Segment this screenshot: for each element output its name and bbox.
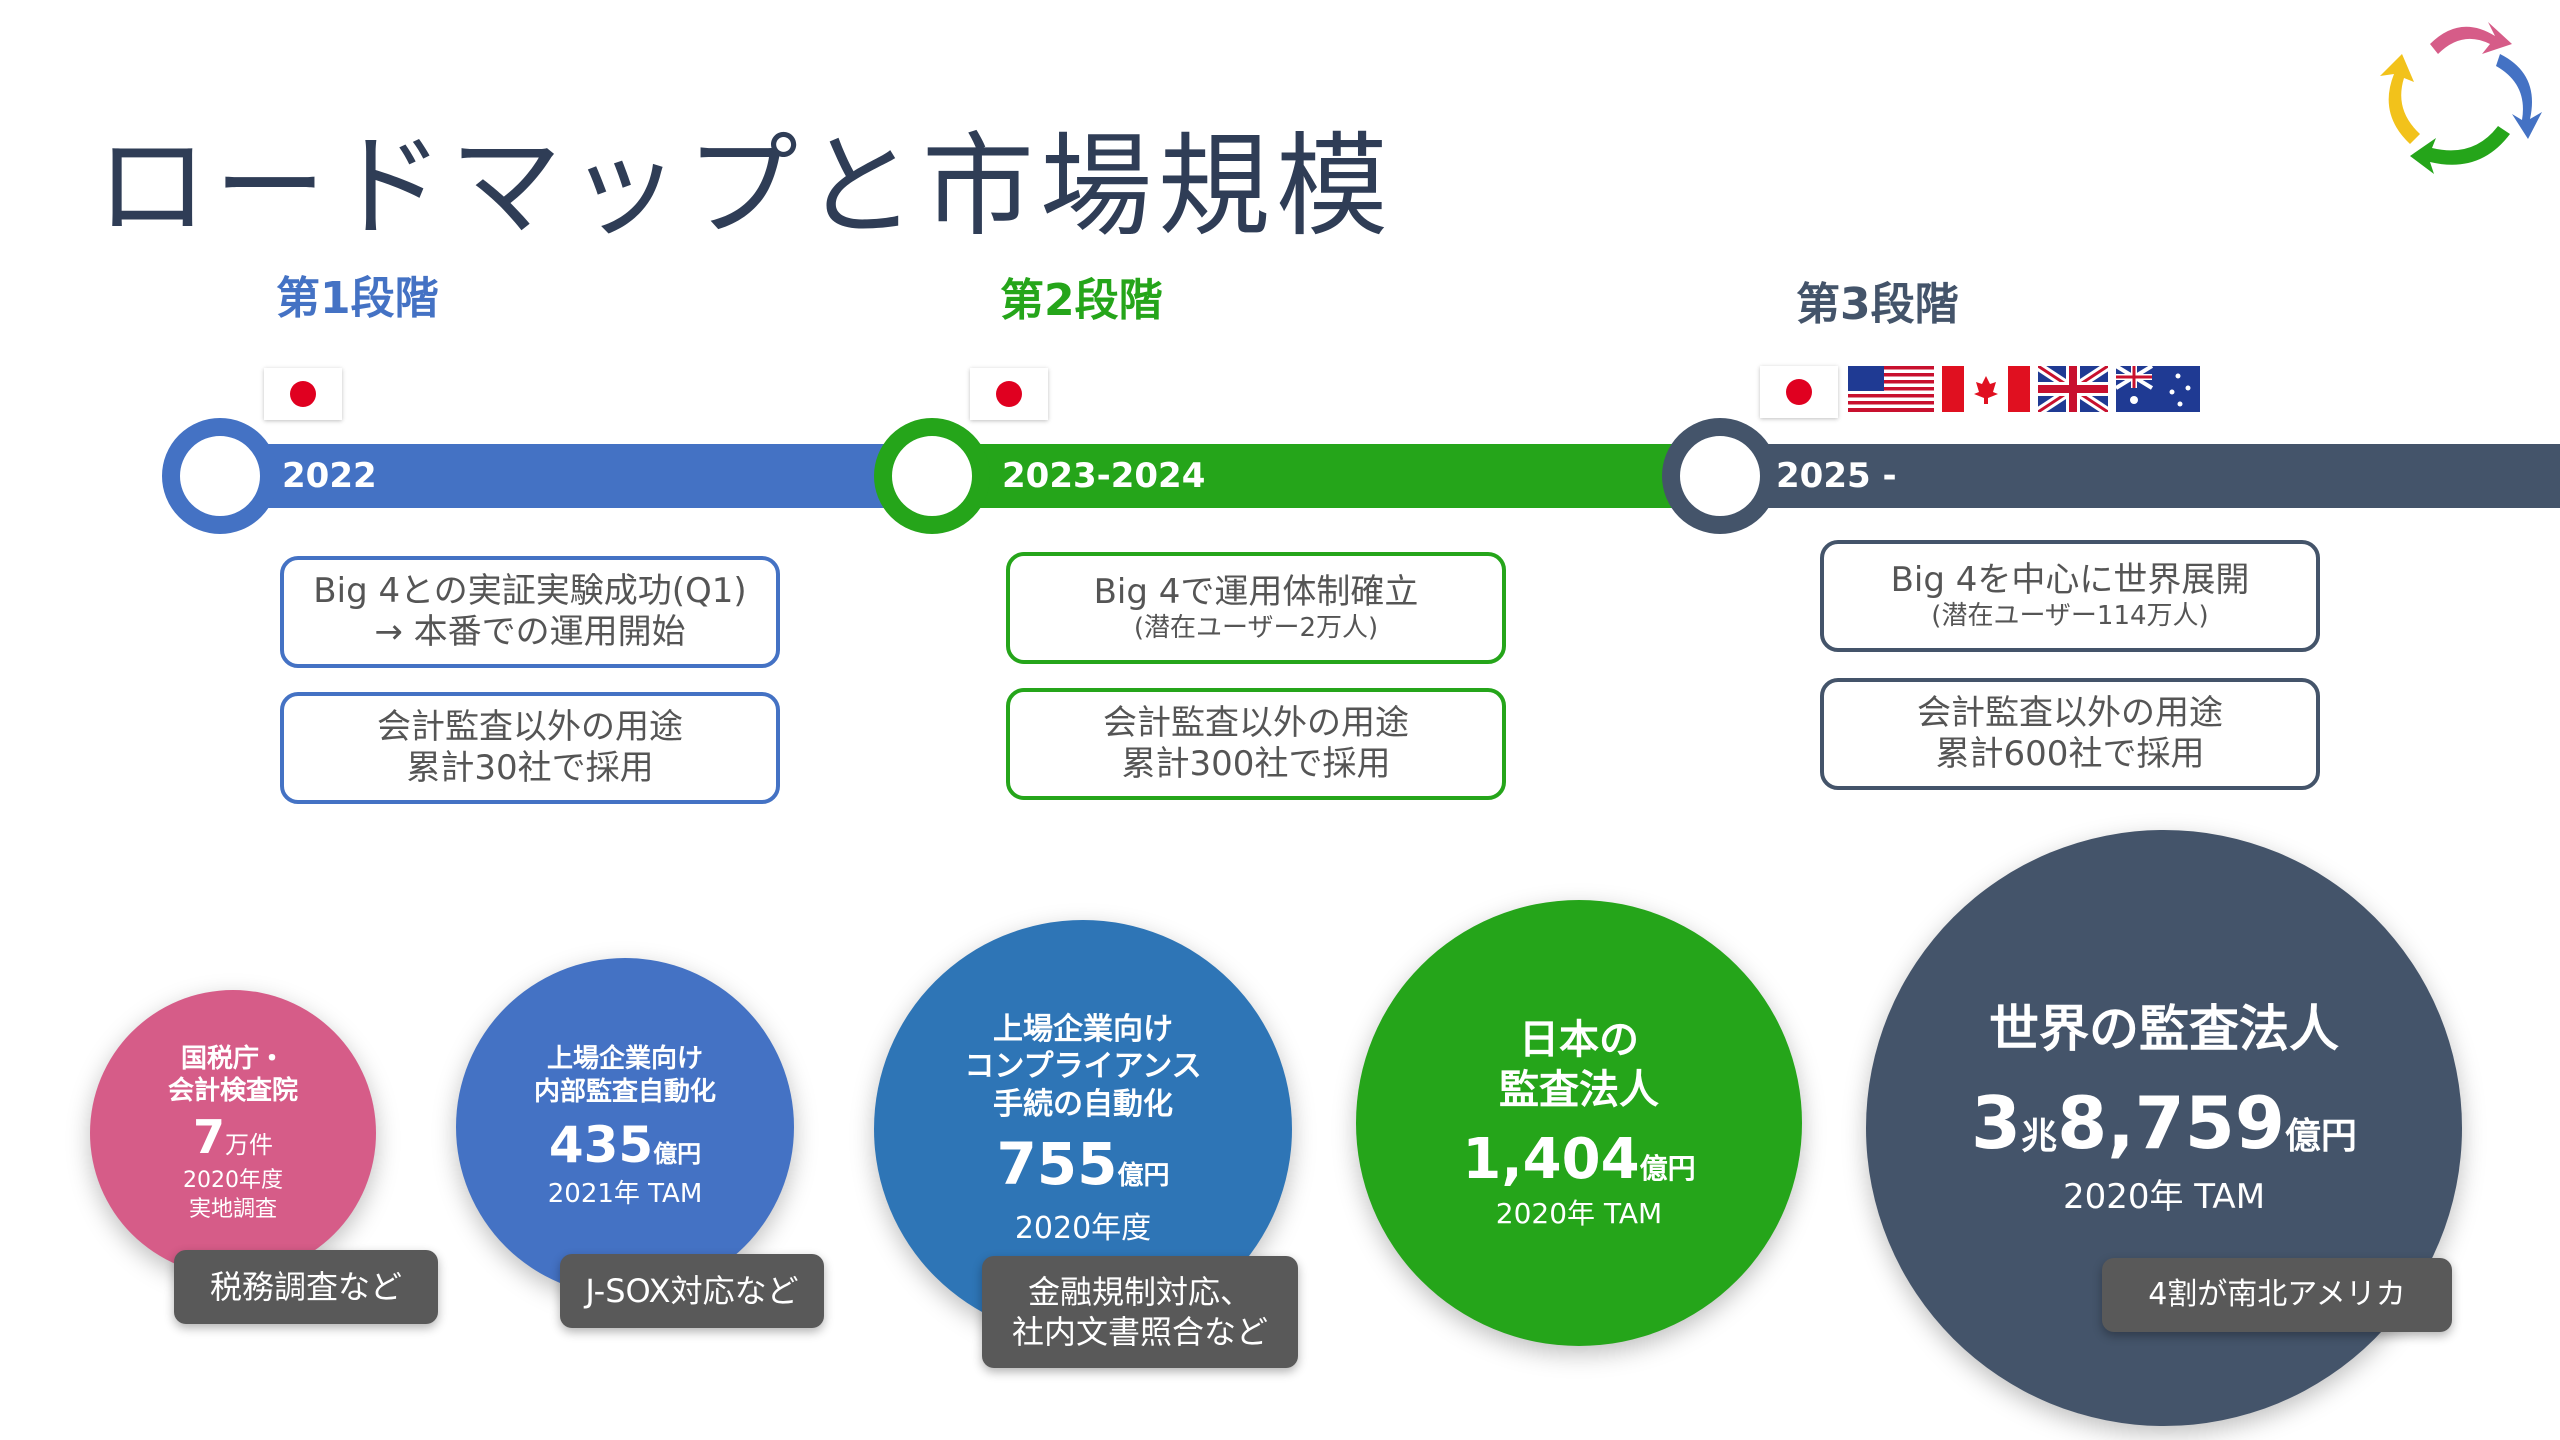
market-unit: 万件 [225, 1130, 273, 1159]
market-tag-jsox: J-SOX対応など [560, 1254, 824, 1328]
milestone-text: → 本番での運用開始 [374, 612, 686, 652]
market-title: 世界の監査法人 [1989, 999, 2339, 1058]
stage-1-label: 第1段階 [276, 273, 439, 324]
tag-text: 4割が南北アメリカ [2148, 1277, 2406, 1313]
tag-text: 税務調査など [209, 1268, 402, 1306]
milestone-text: 累計600社で採用 [1935, 734, 2205, 774]
market-value: 3 [1971, 1081, 2022, 1166]
market-title: 内部監査自動化 [533, 1076, 716, 1107]
milestone-text: 会計監査以外の用途 [1917, 693, 2223, 734]
market-unit: 億円 [2284, 1116, 2357, 1158]
tag-text: J-SOX対応など [585, 1272, 799, 1310]
stage-2-label: 第2段階 [1000, 275, 1163, 326]
page-title: ロードマップと市場規模 [96, 122, 1394, 252]
market-title: コンプライアンス [964, 1049, 1202, 1085]
milestone-subtext: (潜在ユーザー2万人) [1133, 612, 1379, 643]
milestone-box-p3-top: Big 4を中心に世界展開 (潜在ユーザー114万人) [1820, 540, 2320, 652]
market-tag-global: 4割が南北アメリカ [2102, 1258, 2452, 1332]
market-title: 日本の [1519, 1017, 1639, 1064]
market-note: 2020年度 [1014, 1211, 1152, 1247]
timeline-node-phase1 [162, 418, 278, 534]
timeline-bar-phase2 [922, 444, 1712, 508]
year-label-phase1: 2022 [282, 456, 377, 496]
milestone-box-p3-bottom: 会計監査以外の用途 累計600社で採用 [1820, 678, 2320, 790]
milestone-text: Big 4との実証実験成功(Q1) [313, 571, 747, 612]
japan-flag-icon [264, 368, 342, 420]
market-tag-compliance: 金融規制対応、 社内文書照合など [982, 1256, 1298, 1368]
milestone-box-p2-bottom: 会計監査以外の用途 累計300社で採用 [1006, 688, 1506, 800]
timeline-node-phase3 [1662, 418, 1778, 534]
market-title: 国税庁・ [180, 1043, 285, 1074]
year-label-phase3: 2025 - [1776, 456, 1897, 496]
market-title: 手続の自動化 [993, 1086, 1173, 1122]
market-unit: 億円 [1639, 1152, 1696, 1186]
market-circle-global-audit-firms: 世界の監査法人 3兆8,759億円 2020年 TAM [1866, 830, 2462, 1426]
market-value: 435 [548, 1116, 654, 1175]
company-logo [2380, 22, 2542, 174]
timeline-bar-phase3 [1710, 444, 2560, 508]
uk-flag-icon [2038, 366, 2108, 412]
market-note: 2020年 TAM [2062, 1177, 2266, 1218]
milestone-text: 会計監査以外の用途 [377, 707, 683, 748]
timeline-bar-phase1 [210, 444, 930, 508]
milestone-text: 累計30社で採用 [406, 748, 654, 788]
market-value: 7 [192, 1109, 225, 1164]
market-unit: 億円 [653, 1140, 702, 1169]
market-unit: 億円 [1117, 1161, 1170, 1192]
milestone-text: Big 4で運用体制確立 [1093, 572, 1419, 612]
market-circle-internal-audit: 上場企業向け 内部監査自動化 435億円 2021年 TAM [456, 958, 794, 1296]
market-title: 上場企業向け [546, 1044, 703, 1075]
usa-flag-icon [1848, 366, 1934, 412]
japan-flag-icon [970, 368, 1048, 420]
milestone-box-p1-top: Big 4との実証実験成功(Q1) → 本番での運用開始 [280, 556, 780, 668]
japan-flag-icon [1760, 366, 1838, 418]
market-title: 上場企業向け [993, 1011, 1173, 1047]
year-label-phase2: 2023-2024 [1002, 456, 1206, 496]
milestone-subtext: (潜在ユーザー114万人) [1931, 600, 2209, 631]
timeline-node-phase2 [874, 418, 990, 534]
market-title: 会計検査院 [167, 1076, 298, 1107]
milestone-text: 累計300社で採用 [1121, 744, 1391, 784]
milestone-box-p1-bottom: 会計監査以外の用途 累計30社で採用 [280, 692, 780, 804]
tag-text: 金融規制対応、 [1027, 1273, 1252, 1311]
canada-flag-icon [1942, 366, 2030, 412]
market-value: 8,759 [2057, 1081, 2285, 1166]
stage-3-label: 第3段階 [1796, 279, 1959, 330]
milestone-text: Big 4を中心に世界展開 [1890, 560, 2250, 600]
market-value: 755 [996, 1130, 1118, 1199]
market-unit: 兆 [2021, 1116, 2058, 1158]
market-circle-tax-agency: 国税庁・ 会計検査院 7万件 2020年度 実地調査 [90, 990, 376, 1276]
australia-flag-icon [2116, 366, 2200, 412]
market-note: 2020年 TAM [1495, 1197, 1663, 1230]
market-title: 監査法人 [1499, 1067, 1659, 1114]
milestone-box-p2-top: Big 4で運用体制確立 (潜在ユーザー2万人) [1006, 552, 1506, 664]
market-circle-japan-audit-firms: 日本の 監査法人 1,404億円 2020年 TAM [1356, 900, 1802, 1346]
market-tag-tax: 税務調査など [174, 1250, 438, 1324]
market-value: 1,404 [1462, 1127, 1640, 1193]
market-note: 2020年度 [183, 1168, 283, 1194]
milestone-text: 会計監査以外の用途 [1103, 703, 1409, 744]
market-note: 実地調査 [188, 1196, 277, 1222]
market-note: 2021年 TAM [547, 1179, 703, 1210]
tag-text: 社内文書照合など [1011, 1313, 1268, 1351]
